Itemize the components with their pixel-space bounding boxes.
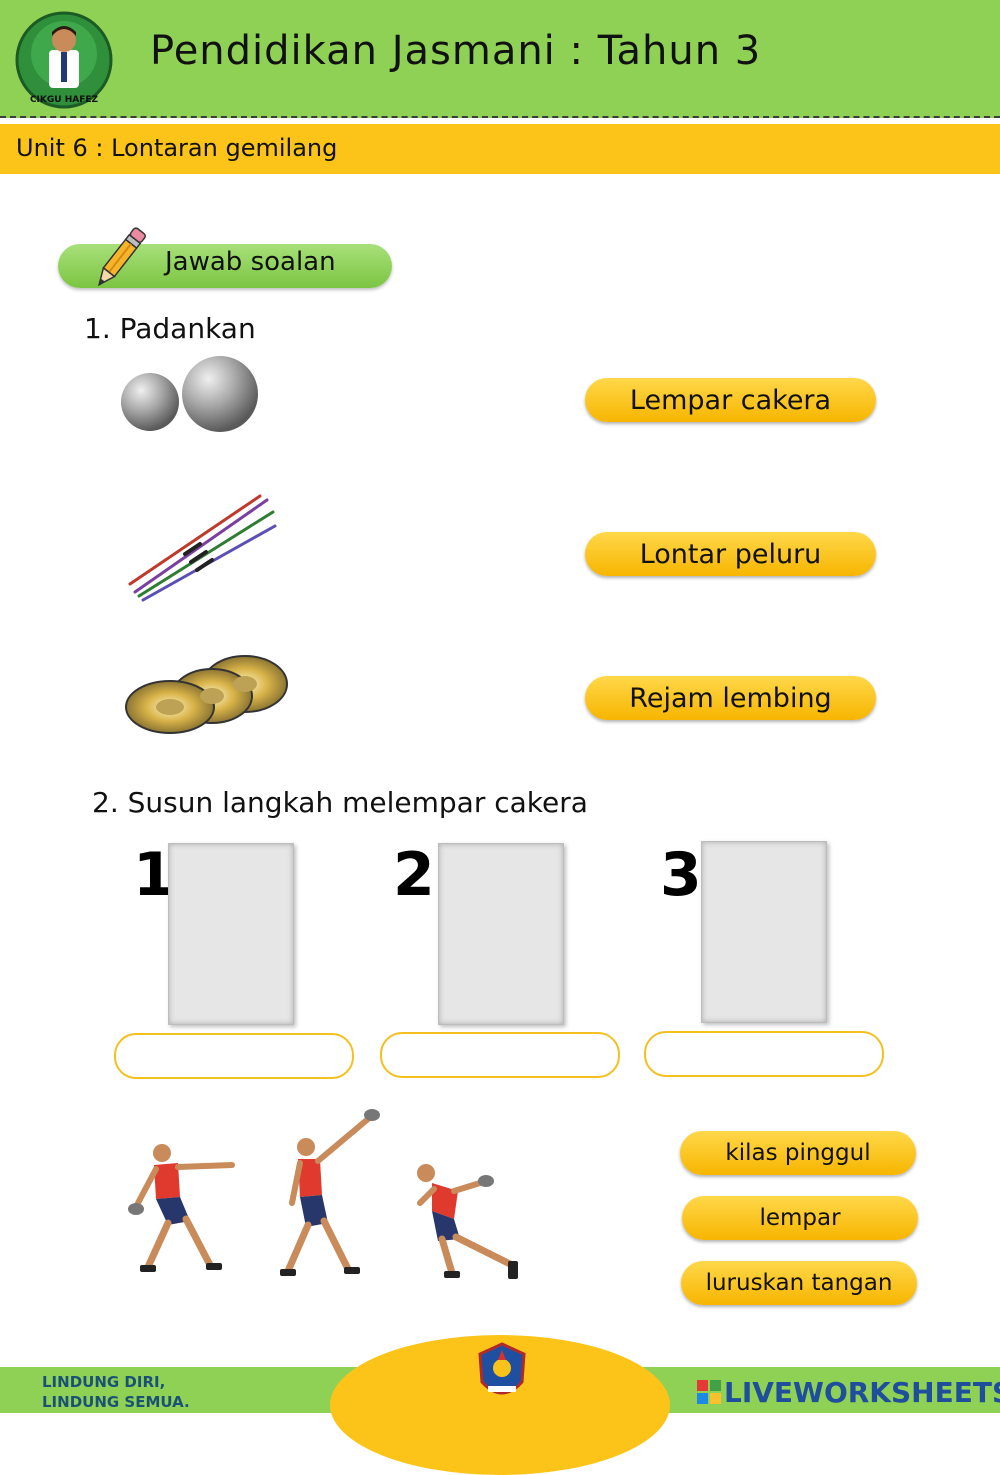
step-number-3: 3: [660, 840, 702, 910]
footer-slogan-line-2: LINDUNG SEMUA.: [42, 1393, 190, 1411]
brand-name: LIVEWORKSHEETS: [724, 1376, 1000, 1409]
step-answer-field-3[interactable]: [644, 1031, 884, 1077]
step-option-3[interactable]: luruskan tangan: [681, 1261, 917, 1305]
step-number-2: 2: [393, 840, 435, 910]
step-drop-box-3[interactable]: [701, 841, 827, 1023]
shot-put-balls-image[interactable]: [115, 352, 265, 436]
match-option-1[interactable]: Lempar cakera: [585, 378, 876, 422]
step-option-2[interactable]: lempar: [682, 1196, 918, 1240]
footer-slogan-line-1: LINDUNG DIRI,: [42, 1373, 166, 1391]
pencil-icon: [97, 227, 146, 287]
question-2-title: 2. Susun langkah melempar cakera: [92, 786, 588, 819]
step-drop-box-1[interactable]: [168, 843, 294, 1025]
unit-bar: [0, 124, 1000, 174]
step-option-1[interactable]: kilas pinggul: [680, 1131, 916, 1175]
header-bar: [0, 0, 1000, 118]
question-1-title: 1. Padankan: [84, 312, 256, 345]
header-divider: [0, 116, 1000, 118]
discus-thrower-athletes-image: [128, 1109, 518, 1279]
page-title: Pendidikan Jasmani : Tahun 3: [150, 28, 762, 74]
school-emblem-icon: [478, 1342, 526, 1395]
step-answer-field-2[interactable]: [380, 1032, 620, 1078]
footer-slogan: LINDUNG DIRI, LINDUNG SEMUA.: [42, 1372, 190, 1412]
liveworksheets-logo-icon: [697, 1380, 721, 1404]
svg-text:CIKGU HAFEZ: CIKGU HAFEZ: [30, 95, 99, 105]
step-drop-box-2[interactable]: [438, 843, 564, 1025]
javelins-image[interactable]: [125, 488, 280, 603]
match-option-3[interactable]: Rejam lembing: [585, 676, 876, 720]
teacher-logo-icon: CIKGU HAFEZ: [15, 11, 113, 109]
discus-image[interactable]: [120, 652, 290, 736]
match-option-2[interactable]: Lontar peluru: [585, 532, 876, 576]
step-number-1: 1: [133, 840, 175, 910]
section-label: Jawab soalan: [165, 247, 336, 277]
unit-label: Unit 6 : Lontaran gemilang: [16, 134, 338, 162]
step-answer-field-1[interactable]: [114, 1033, 354, 1079]
